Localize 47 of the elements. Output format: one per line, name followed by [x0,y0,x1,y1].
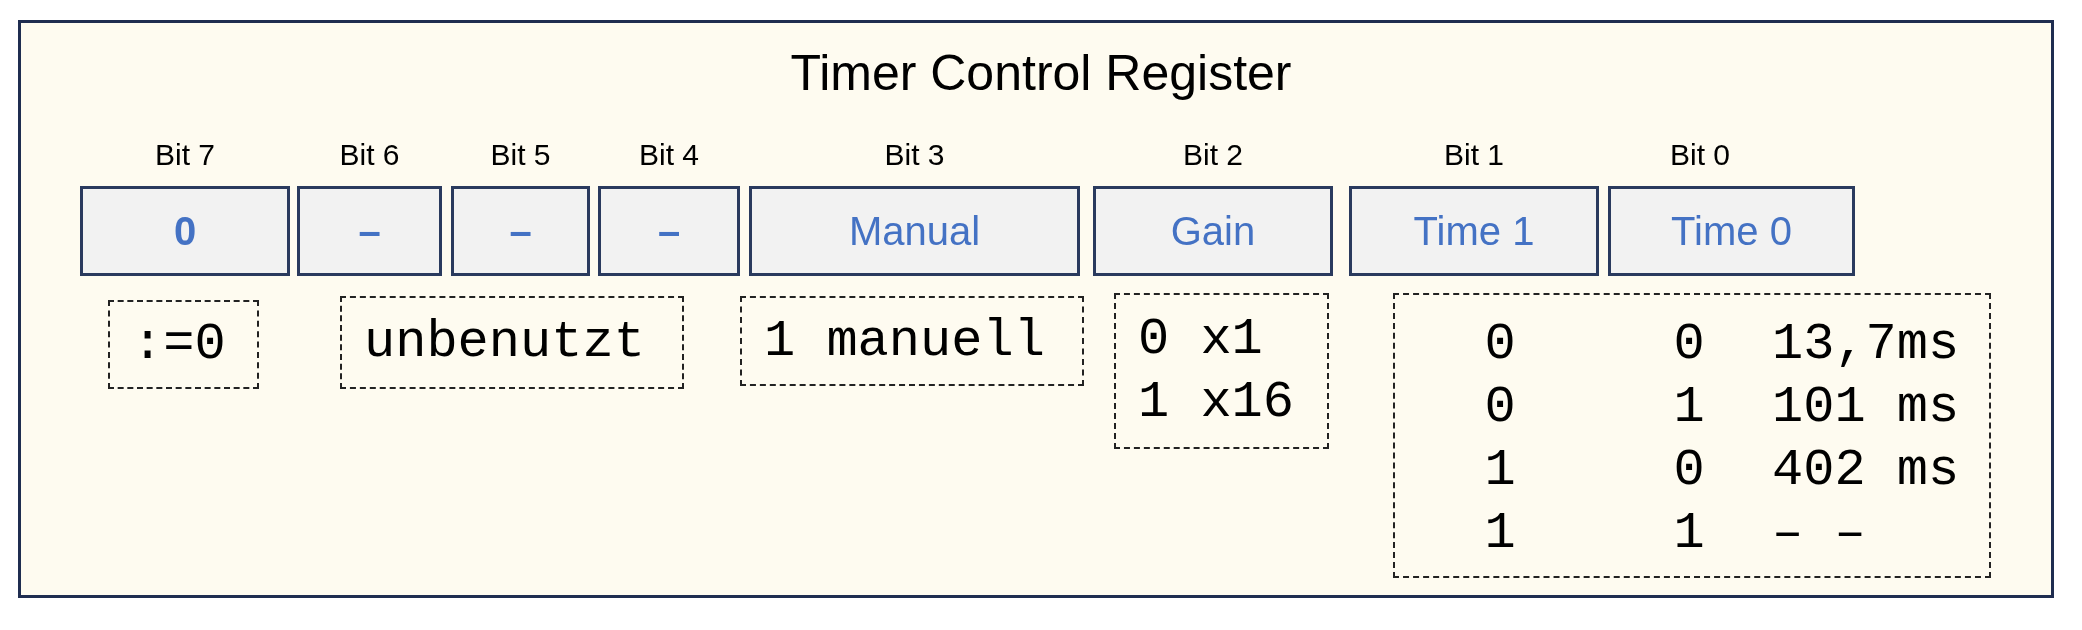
register-bit-box [1093,186,1333,276]
bit-name: Time 0 [1671,208,1792,254]
time-table-box [1393,293,1991,578]
bit-value: 0 [1484,377,1516,439]
note-text: 1 manuell [764,310,1046,373]
bit-value: 1 [1673,377,1705,439]
bit-name: Gain [1170,208,1256,254]
register-bit-box [598,186,740,276]
note-text: 0 x1 [1138,309,1264,371]
bit-label: Bit 4 [639,138,699,172]
register-bit-box [80,186,290,276]
bit-name: – [358,208,381,254]
bit-label: Bit 2 [1183,138,1243,172]
bit-label: Bit 0 [1670,138,1730,172]
note-text: unbenutzt [364,312,646,374]
register-bit-box [749,186,1080,276]
diagram-title: Timer Control Register [789,44,1293,102]
bit-label: Bit 6 [339,138,400,172]
register-bit-box [297,186,442,276]
time-value: 402 ms [1772,440,1960,502]
register-bit-box [1608,186,1855,276]
note-text: :=0 [132,314,227,376]
bit-value: 0 [1673,440,1705,502]
dashed-note-box [340,296,684,389]
bit-value: 0 [1484,314,1516,376]
bit-name: – [509,208,532,254]
bit-value: 0 [1673,314,1705,376]
bit-label: Bit 3 [884,138,945,172]
bit-name: 0 [173,208,197,254]
bit-value: 1 [1484,440,1516,502]
dashed-note-box [740,296,1084,386]
note-text: 1 x16 [1138,372,1296,434]
bit-value: 1 [1673,503,1705,565]
bit-label: Bit 1 [1444,138,1504,172]
bit-label: Bit 7 [155,138,215,172]
bit-value: 1 [1484,503,1516,565]
bit-name: – [657,208,681,254]
register-bit-box [451,186,590,276]
dashed-note-box [108,300,259,389]
bit-name: Time 1 [1413,208,1535,254]
bit-name: Manual [848,208,981,254]
time-value: 13,7ms [1772,314,1960,376]
register-bit-box [1349,186,1599,276]
time-value: – – [1772,503,1866,565]
bit-label: Bit 5 [490,138,551,172]
time-value: 101 ms [1772,377,1960,439]
dashed-note-box [1114,293,1329,449]
